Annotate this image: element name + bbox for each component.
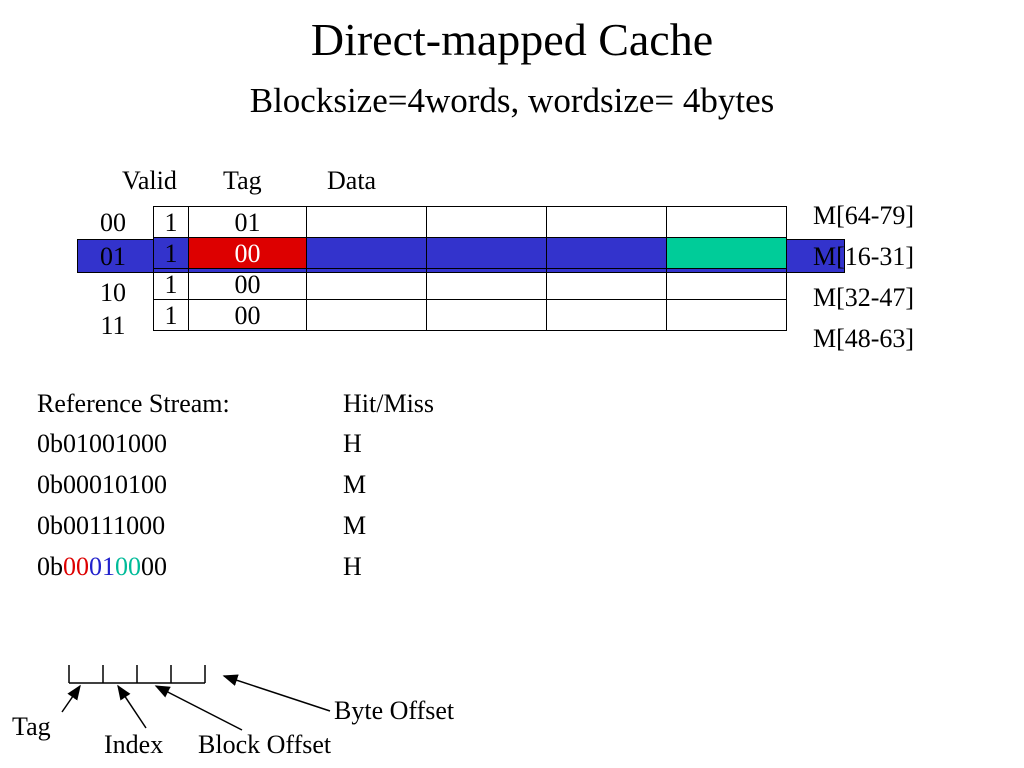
cache-table: 1 01 1 00 1 00 1 00 xyxy=(153,206,787,331)
reference-address: 0b01001000 xyxy=(37,429,167,458)
reference-address: 0b00010100 xyxy=(37,470,167,499)
data-word-cell xyxy=(546,299,667,331)
reference-address-segmented: 0b00010000 xyxy=(37,552,167,582)
address-index-bits: 01 xyxy=(89,552,115,581)
cache-row: 1 01 xyxy=(153,206,787,238)
hit-miss-header: Hit/Miss xyxy=(343,389,435,418)
reference-result: H xyxy=(343,429,362,458)
address-byte-offset-bits: 00 xyxy=(141,552,167,581)
label-tag: Tag xyxy=(12,712,51,741)
memory-range-1: M[16-31] xyxy=(813,242,915,271)
valid-cell: 1 xyxy=(153,237,189,269)
address-prefix: 0b xyxy=(37,552,63,581)
valid-cell: 1 xyxy=(153,206,189,238)
label-byte-offset: Byte Offset xyxy=(334,696,455,725)
data-word-cell xyxy=(666,299,787,331)
memory-range-0: M[64-79] xyxy=(813,201,915,230)
reference-result: M xyxy=(343,470,367,499)
tag-cell: 01 xyxy=(188,206,307,238)
cache-row-highlighted: 1 00 xyxy=(153,237,787,269)
memory-range-2: M[32-47] xyxy=(813,283,915,312)
data-word-cell xyxy=(426,268,547,300)
reference-result: M xyxy=(343,511,367,540)
row-index-3: 11 xyxy=(100,311,126,340)
row-index-2: 10 xyxy=(100,278,126,307)
data-word-cell xyxy=(306,299,427,331)
address-bit-ruler xyxy=(68,665,206,684)
reference-result: H xyxy=(343,552,362,581)
page-subtitle: Blocksize=4words, wordsize= 4bytes xyxy=(249,81,775,120)
tag-cell: 00 xyxy=(188,299,307,331)
data-word-cell xyxy=(306,237,427,269)
label-index: Index xyxy=(104,730,164,759)
data-word-cell xyxy=(546,206,667,238)
arrow-tag xyxy=(61,684,81,713)
data-word-cell-hit xyxy=(666,237,787,269)
cache-row: 1 00 xyxy=(153,268,787,300)
address-block-offset-bits: 00 xyxy=(115,552,141,581)
label-block-offset: Block Offset xyxy=(198,730,332,759)
data-word-cell xyxy=(666,206,787,238)
arrow-byte-offset xyxy=(222,674,331,712)
header-valid: Valid xyxy=(122,166,177,195)
valid-cell: 1 xyxy=(153,268,189,300)
tag-cell: 00 xyxy=(188,268,307,300)
data-word-cell xyxy=(546,237,667,269)
row-index-0: 00 xyxy=(100,208,126,237)
data-word-cell xyxy=(546,268,667,300)
header-tag: Tag xyxy=(223,166,262,195)
reference-address: 0b00111000 xyxy=(37,511,166,540)
data-word-cell xyxy=(426,299,547,331)
cache-row: 1 00 xyxy=(153,299,787,331)
address-arrows xyxy=(61,674,331,731)
valid-cell: 1 xyxy=(153,299,189,331)
data-word-cell xyxy=(426,206,547,238)
data-word-cell xyxy=(306,268,427,300)
data-word-cell xyxy=(426,237,547,269)
page-title: Direct-mapped Cache xyxy=(310,14,714,65)
address-tag-bits: 00 xyxy=(63,552,89,581)
arrow-block-offset xyxy=(154,685,243,731)
memory-range-3: M[48-63] xyxy=(813,324,915,353)
header-data: Data xyxy=(327,166,377,195)
address-breakdown-diagram xyxy=(61,665,331,731)
data-word-cell xyxy=(666,268,787,300)
reference-stream-header: Reference Stream: xyxy=(37,389,230,418)
row-index-1: 01 xyxy=(100,242,126,271)
data-word-cell xyxy=(306,206,427,238)
tag-cell-hit: 00 xyxy=(188,237,307,269)
arrow-index xyxy=(117,684,147,729)
